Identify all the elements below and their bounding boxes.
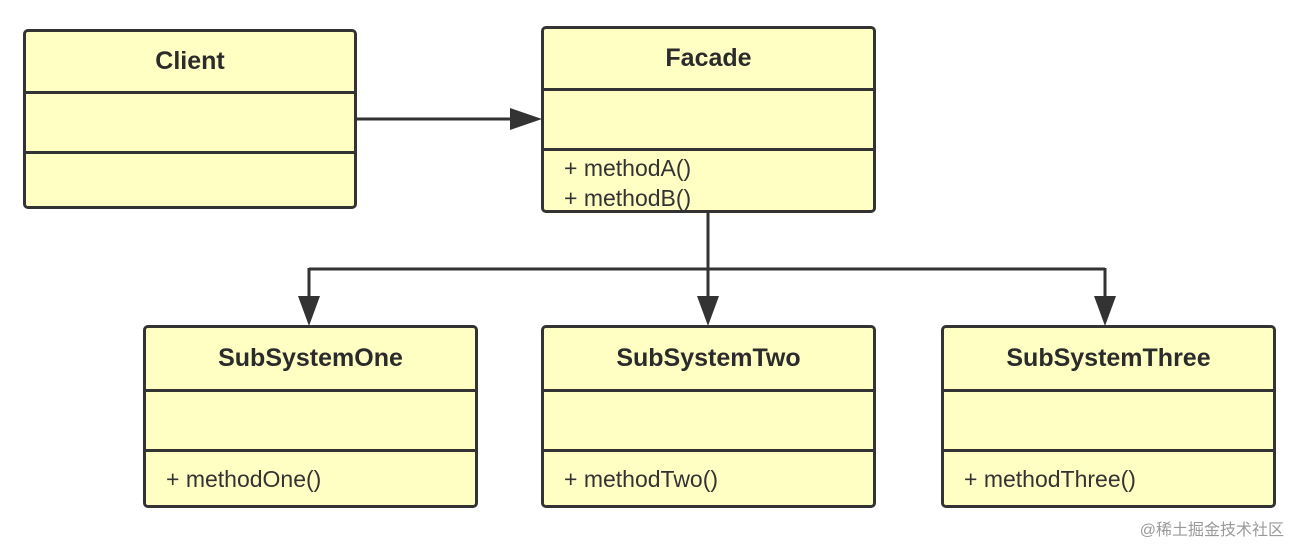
class-subsystem-two-attributes	[544, 392, 873, 452]
class-subsystem-one-name: SubSystemOne	[146, 328, 475, 392]
class-subsystem-two-name: SubSystemTwo	[544, 328, 873, 392]
class-subsystem-two: SubSystemTwo + methodTwo()	[541, 325, 876, 508]
class-subsystem-one-attributes	[146, 392, 475, 452]
class-subsystem-two-method-two: + methodTwo()	[564, 465, 719, 492]
class-subsystem-three-methods: + methodThree()	[944, 452, 1273, 505]
class-subsystem-three: SubSystemThree + methodThree()	[941, 325, 1276, 508]
class-facade-methods: + methodA() + methodB()	[544, 151, 873, 210]
client-to-facade-arrowhead	[510, 108, 542, 130]
class-client-name-text: Client	[155, 47, 225, 75]
facade-to-subsystemtwo-arrowhead	[697, 296, 719, 326]
facade-to-subsystemone-arrowhead	[298, 296, 320, 326]
class-client-attributes	[26, 94, 354, 154]
class-facade-name: Facade	[544, 29, 873, 91]
class-facade-method-a: + methodA()	[564, 155, 692, 181]
class-subsystem-two-name-text: SubSystemTwo	[616, 344, 801, 372]
class-facade-name-text: Facade	[665, 44, 752, 72]
class-client-methods	[26, 154, 354, 206]
watermark-text: @稀土掘金技术社区	[1139, 522, 1284, 539]
class-client: Client	[23, 29, 357, 209]
class-subsystem-three-method-three: + methodThree()	[964, 465, 1136, 492]
class-facade-attributes	[544, 91, 873, 151]
class-subsystem-one: SubSystemOne + methodOne()	[143, 325, 478, 508]
class-subsystem-one-name-text: SubSystemOne	[218, 344, 403, 372]
class-client-name: Client	[26, 32, 354, 94]
class-subsystem-three-name-text: SubSystemThree	[1006, 344, 1211, 372]
class-facade-method-b: + methodB()	[564, 185, 692, 211]
class-subsystem-one-method-one: + methodOne()	[166, 465, 322, 492]
class-facade: Facade + methodA() + methodB()	[541, 26, 876, 213]
facade-to-subsystemthree-arrowhead	[1094, 296, 1116, 326]
class-subsystem-one-methods: + methodOne()	[146, 452, 475, 505]
class-subsystem-three-name: SubSystemThree	[944, 328, 1273, 392]
class-subsystem-two-methods: + methodTwo()	[544, 452, 873, 505]
class-subsystem-three-attributes	[944, 392, 1273, 452]
